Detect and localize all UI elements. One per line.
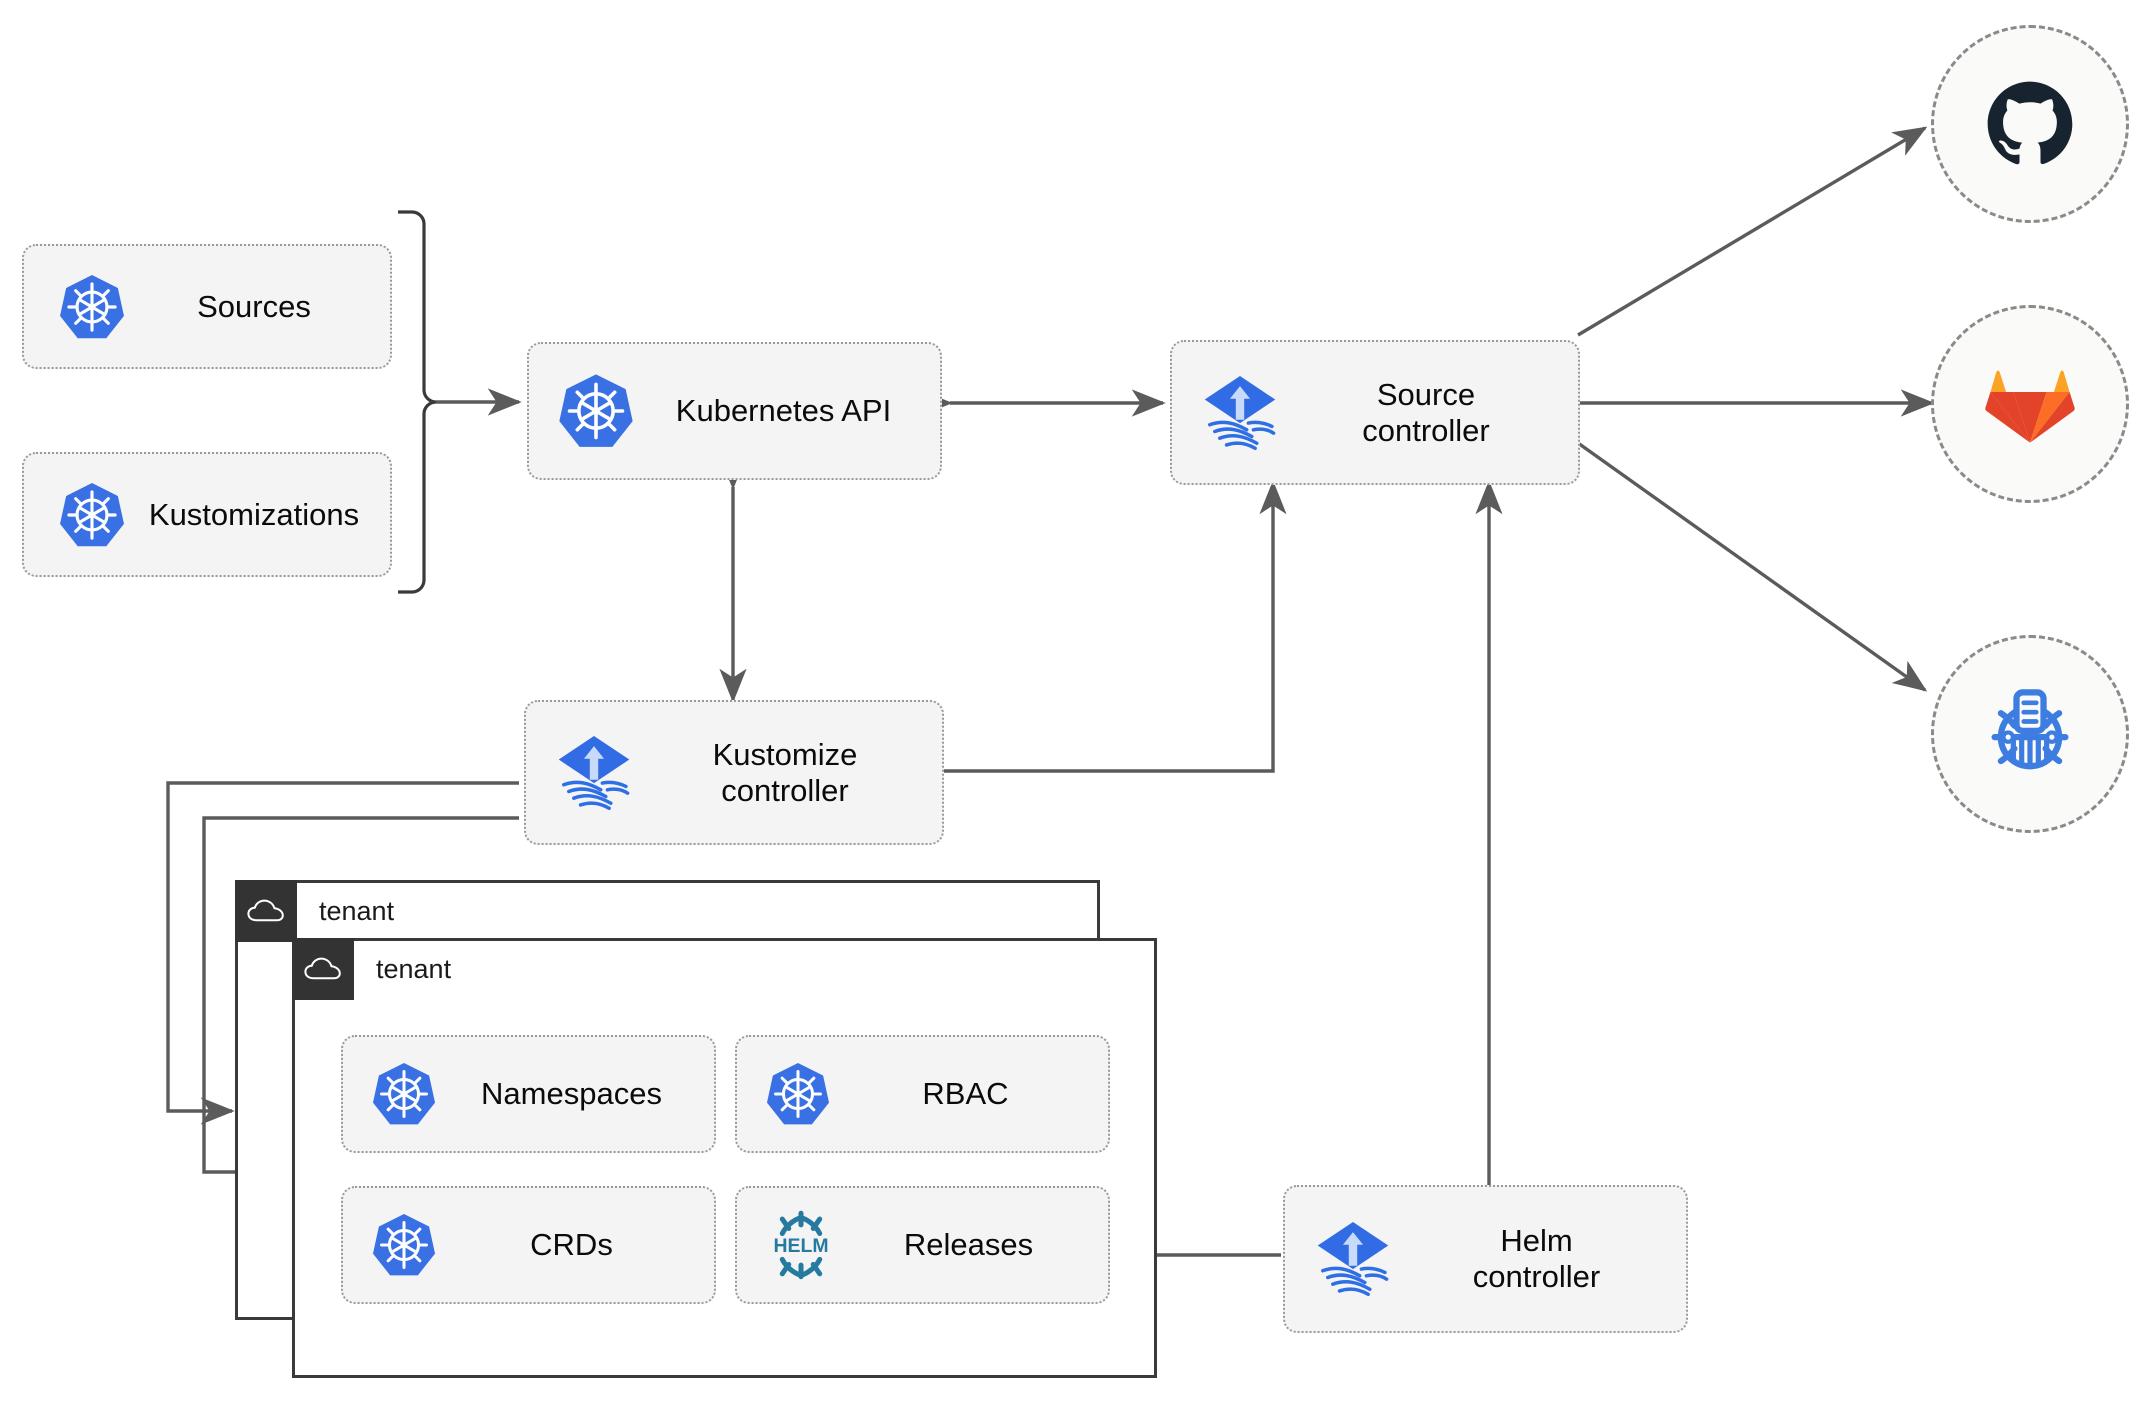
node-label: RBAC bbox=[922, 1076, 1009, 1112]
flux-icon bbox=[1311, 1217, 1395, 1301]
helm-icon bbox=[765, 1209, 837, 1281]
node-label: Releases bbox=[903, 1227, 1034, 1263]
node-crds[interactable]: CRDs bbox=[341, 1186, 716, 1304]
kubernetes-icon bbox=[371, 1212, 437, 1278]
node-rbac[interactable]: RBAC bbox=[735, 1035, 1110, 1153]
node-kustomize-controller[interactable]: Kustomize controller bbox=[524, 700, 944, 845]
node-helm-controller[interactable]: Helm controller bbox=[1283, 1185, 1688, 1333]
tenant-container-inner: tenant bbox=[292, 938, 1157, 1378]
node-label: Kustomizations bbox=[148, 496, 360, 532]
kubernetes-icon bbox=[557, 372, 635, 450]
node-label: Kubernetes API bbox=[675, 393, 892, 429]
provider-github[interactable] bbox=[1931, 25, 2129, 223]
node-label: CRDs bbox=[530, 1227, 613, 1263]
cloud-icon bbox=[235, 880, 297, 942]
node-label: Sources bbox=[197, 288, 311, 324]
kubernetes-icon bbox=[58, 480, 126, 549]
kubernetes-icon bbox=[765, 1061, 831, 1127]
kubernetes-icon bbox=[58, 272, 126, 341]
node-kubernetes-api[interactable]: Kubernetes API bbox=[527, 342, 942, 480]
tenant-header: tenant bbox=[235, 880, 394, 942]
node-namespaces[interactable]: Namespaces bbox=[341, 1035, 716, 1153]
tenant-label: tenant bbox=[376, 953, 452, 984]
cloud-icon bbox=[292, 938, 354, 1000]
flux-icon bbox=[1198, 371, 1282, 455]
node-label: Kustomize controller bbox=[712, 736, 858, 808]
kubernetes-icon bbox=[371, 1061, 437, 1127]
node-sources[interactable]: Sources bbox=[22, 244, 392, 369]
tenant-header: tenant bbox=[292, 938, 451, 1000]
provider-gitlab[interactable] bbox=[1931, 305, 2129, 503]
node-label: Namespaces bbox=[481, 1076, 662, 1112]
node-kustomizations[interactable]: Kustomizations bbox=[22, 452, 392, 577]
github-icon bbox=[1987, 81, 2073, 165]
gitlab-icon bbox=[1985, 370, 2075, 443]
node-source-controller[interactable]: Source controller bbox=[1170, 340, 1580, 485]
flux-icon bbox=[552, 731, 636, 815]
node-label: Source controller bbox=[1362, 376, 1490, 448]
provider-helm-registry[interactable] bbox=[1931, 635, 2129, 833]
node-releases[interactable]: Releases bbox=[735, 1186, 1110, 1304]
helm-chart-registry-icon bbox=[1978, 682, 2082, 786]
node-label: Helm controller bbox=[1472, 1223, 1601, 1294]
tenant-label: tenant bbox=[319, 895, 395, 926]
